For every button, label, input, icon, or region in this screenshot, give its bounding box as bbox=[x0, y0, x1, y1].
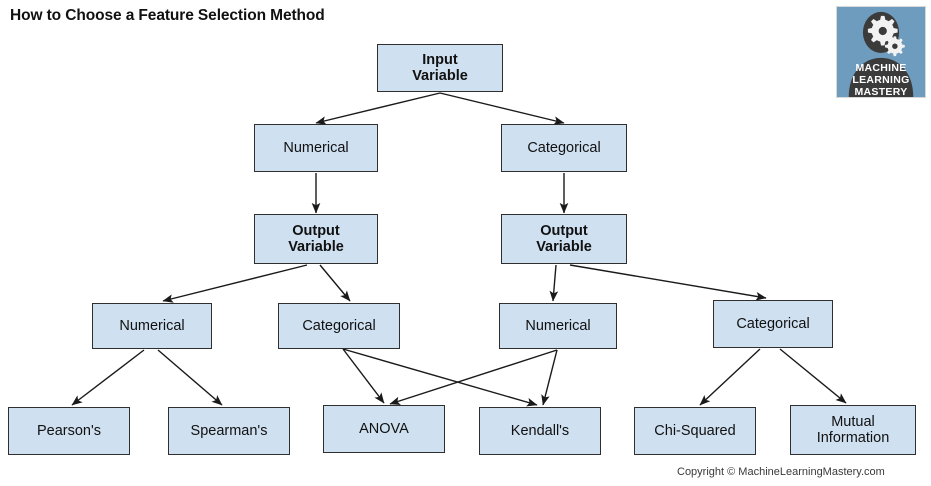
node-mutual-information[interactable]: Mutual Information bbox=[790, 405, 916, 455]
edge-input-variable-to-input-categorical bbox=[439, 92, 565, 125]
machine-learning-mastery-logo: MACHINE LEARNING MASTERY bbox=[836, 6, 926, 98]
logo-graphic bbox=[837, 7, 925, 97]
edge-output-variable-left-to-out-num-left bbox=[162, 264, 308, 303]
edge-output-variable-left-to-out-cat-left bbox=[319, 264, 351, 302]
node-kendalls[interactable]: Kendall's bbox=[479, 407, 601, 455]
edge-output-variable-right-to-out-cat-right bbox=[569, 264, 767, 301]
node-out-cat-right[interactable]: Categorical bbox=[713, 300, 833, 348]
node-input-variable[interactable]: Input Variable bbox=[377, 44, 503, 92]
edge-out-num-left-to-spearmans bbox=[157, 349, 223, 406]
gear-icon bbox=[867, 15, 905, 57]
node-anova[interactable]: ANOVA bbox=[323, 405, 445, 453]
node-pearsons[interactable]: Pearson's bbox=[8, 407, 130, 455]
node-out-num-left[interactable]: Numerical bbox=[92, 303, 212, 349]
edge-out-cat-left-to-kendalls bbox=[342, 348, 538, 407]
node-output-variable-left[interactable]: Output Variable bbox=[254, 214, 378, 264]
edge-layer bbox=[71, 92, 847, 407]
edge-out-num-left-to-pearsons bbox=[71, 349, 145, 406]
logo-line-1: MACHINE bbox=[855, 62, 907, 74]
node-out-cat-left[interactable]: Categorical bbox=[278, 303, 400, 349]
edge-out-cat-left-to-anova bbox=[342, 348, 385, 404]
node-output-variable-right[interactable]: Output Variable bbox=[501, 214, 627, 264]
node-chi-squared[interactable]: Chi-Squared bbox=[634, 407, 756, 455]
edge-output-variable-right-to-out-num-right bbox=[549, 264, 559, 302]
page-title: How to Choose a Feature Selection Method bbox=[10, 7, 325, 24]
edge-out-cat-right-to-mutual-information bbox=[779, 348, 847, 404]
node-input-categorical[interactable]: Categorical bbox=[501, 124, 627, 172]
edge-input-variable-to-input-numerical bbox=[315, 92, 441, 125]
edge-out-cat-right-to-chi-squared bbox=[699, 348, 761, 406]
edge-out-num-right-to-anova bbox=[389, 349, 558, 406]
node-input-numerical[interactable]: Numerical bbox=[254, 124, 378, 172]
node-spearmans[interactable]: Spearman's bbox=[168, 407, 290, 455]
edge-out-num-right-to-kendalls bbox=[541, 349, 558, 406]
node-out-num-right[interactable]: Numerical bbox=[499, 303, 617, 349]
logo-line-3: MASTERY bbox=[854, 86, 908, 98]
logo-line-2: LEARNING bbox=[852, 74, 910, 86]
copyright-notice: Copyright © MachineLearningMastery.com bbox=[677, 466, 885, 478]
